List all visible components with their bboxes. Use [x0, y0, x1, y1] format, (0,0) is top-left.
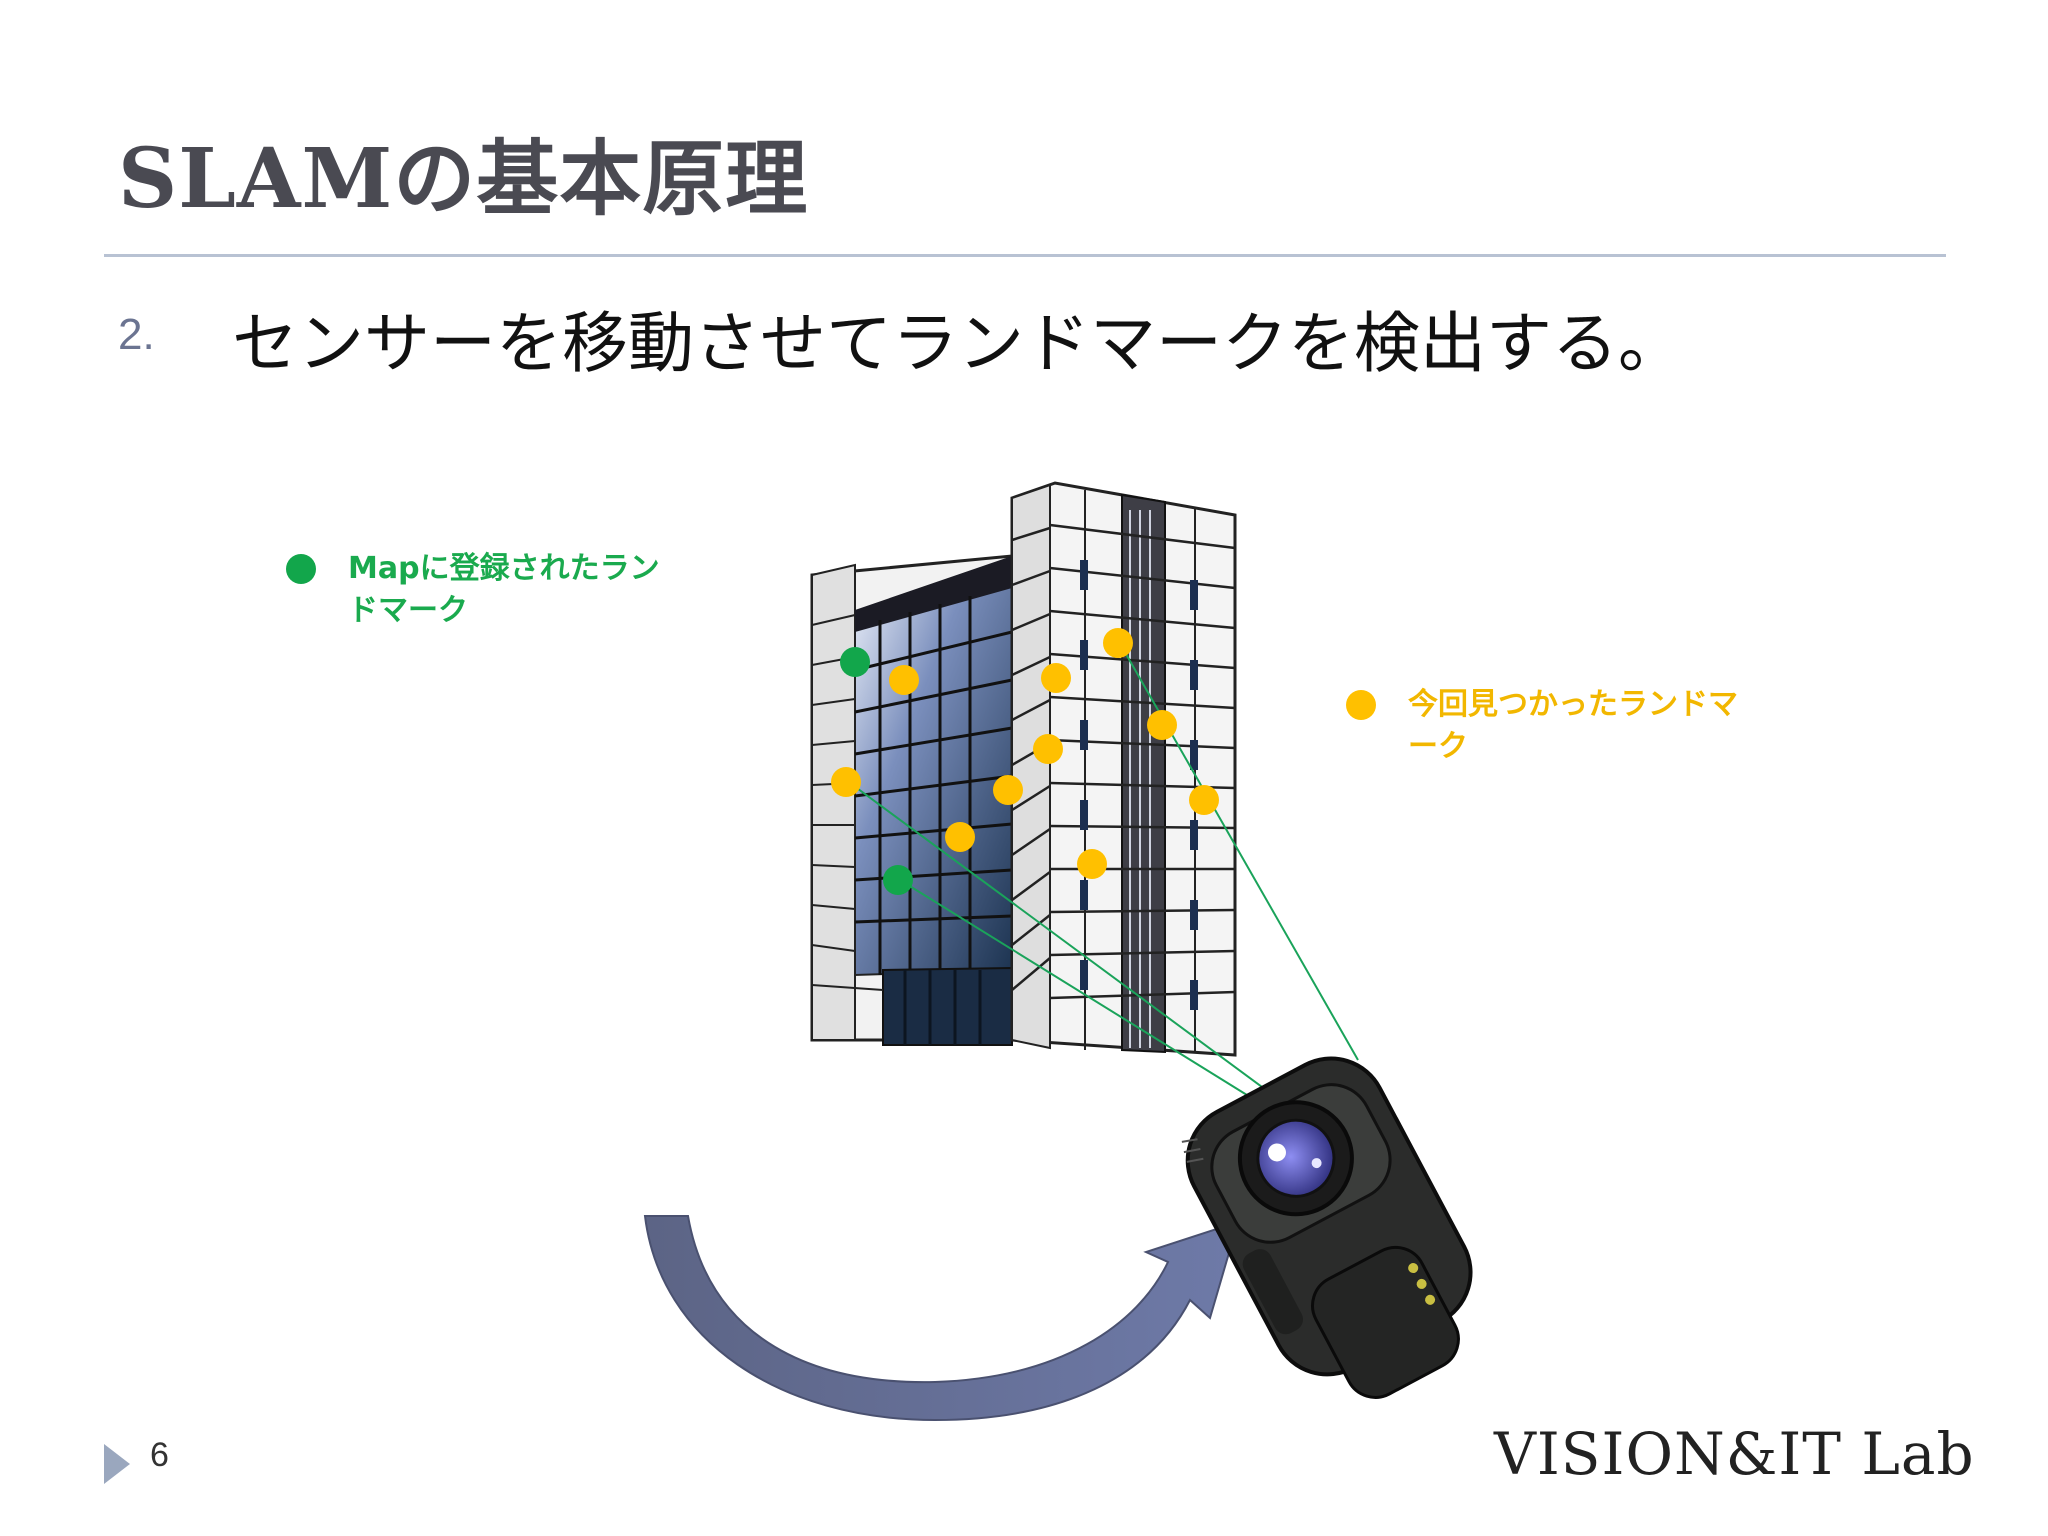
- map-landmark-dot: [840, 647, 870, 677]
- found-landmark-dot: [1189, 785, 1219, 815]
- map-landmark-dot: [883, 865, 913, 895]
- curved-arrow-icon: [643, 1215, 1240, 1422]
- found-landmark-dot: [1077, 849, 1107, 879]
- title-divider: [104, 254, 1946, 257]
- found-landmark-dot: [1033, 734, 1063, 764]
- green-dot-icon: [286, 554, 316, 584]
- lab-logo: VISION&IT Lab: [1494, 1420, 1975, 1488]
- found-landmark-dot: [831, 767, 861, 797]
- map-landmark-dots: [840, 647, 913, 895]
- bullet-text: センサーを移動させてランドマークを検出する。: [232, 305, 1684, 382]
- found-landmark-dot: [1103, 628, 1133, 658]
- found-landmark-dot: [1147, 710, 1177, 740]
- office-building-icon: [810, 481, 1237, 1057]
- page-marker-icon: [104, 1444, 130, 1484]
- sight-lines: [845, 639, 1359, 1116]
- page-number: 6: [150, 1436, 169, 1474]
- found-landmark-dot: [889, 665, 919, 695]
- bullet-number: 2.: [118, 310, 155, 359]
- found-landmark-dot: [945, 822, 975, 852]
- legend-found-label: 今回見つかったランドマーク: [1408, 687, 1738, 764]
- slide-title: SLAMの基本原理: [118, 131, 809, 227]
- legend-map-label: Mapに登録されたランドマーク: [348, 551, 660, 628]
- found-landmark-dots: [831, 628, 1219, 879]
- found-landmark-dot: [1041, 663, 1071, 693]
- video-camera-icon: [1181, 1056, 1473, 1399]
- found-landmark-dot: [993, 775, 1023, 805]
- yellow-dot-icon: [1346, 690, 1376, 720]
